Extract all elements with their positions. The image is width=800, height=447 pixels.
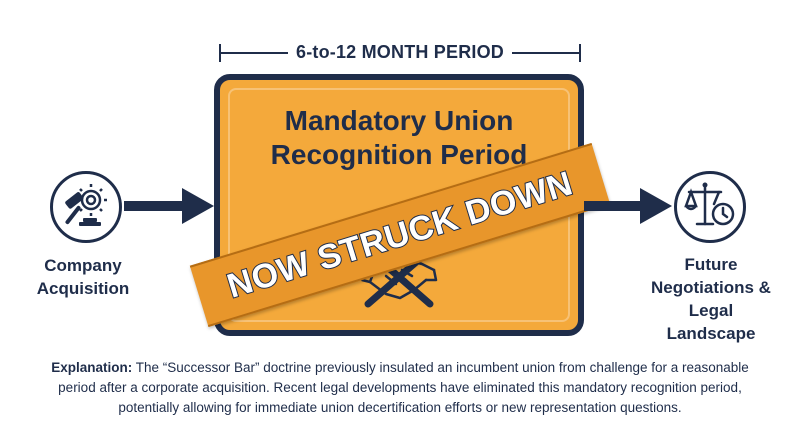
scales-clock-icon [674, 171, 746, 243]
explanation-body: The “Successor Bar” doctrine previously … [58, 360, 749, 415]
explanation-lead: Explanation: [51, 360, 133, 375]
right-label-line4: Landscape [666, 324, 756, 343]
period-label: 6-to-12 MONTH PERIOD [287, 42, 512, 62]
company-acquisition-label: Company Acquisition [20, 254, 146, 300]
explanation-text: Explanation: The “Successor Bar” doctrin… [50, 358, 750, 418]
arrow-right-icon [584, 186, 672, 226]
left-label-line1: Company [44, 256, 122, 275]
box-title-line2: Recognition Period [270, 139, 528, 170]
gavel-gear-icon [50, 171, 122, 243]
right-label-line1: Future [684, 255, 738, 274]
right-label-line3: Legal [688, 301, 734, 320]
future-negotiations-label: Future Negotiations & Legal Landscape [628, 253, 794, 345]
left-label-line2: Acquisition [36, 279, 130, 298]
period-bracket: 6-to-12 MONTH PERIOD [219, 42, 581, 64]
box-title-line1: Mandatory Union [284, 105, 514, 136]
right-label-line2: Negotiations & [651, 278, 771, 297]
arrow-right-icon [124, 186, 214, 226]
box-title: Mandatory Union Recognition Period [220, 104, 578, 172]
